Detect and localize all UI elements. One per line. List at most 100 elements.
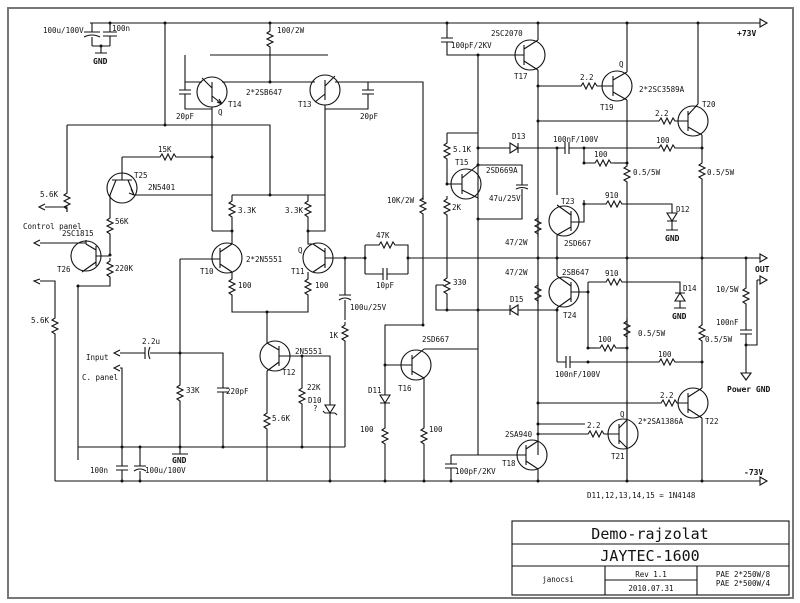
negative-rail-label: -73V xyxy=(744,468,763,477)
r-05-5w-a-label: 0.5/5W xyxy=(633,168,661,177)
t24-ref: T24 xyxy=(563,311,577,320)
r-5k1-label: 5.1K xyxy=(453,145,472,154)
title-block-revision: Rev 1.1 xyxy=(635,570,667,579)
c-10pf-label: 10pF xyxy=(376,281,395,290)
transistor-t24: 2SB647 T24 xyxy=(548,258,589,362)
r-2r2-t19-label: 2.2 xyxy=(580,73,594,82)
t26-ref: T26 xyxy=(57,265,71,274)
gnd-label-d12: GND xyxy=(665,234,680,243)
r-100-c-label: 100 xyxy=(656,136,670,145)
r-22k-label: 22K xyxy=(307,383,321,392)
gnd-label-input: GND xyxy=(172,456,187,465)
gnd-label-top: GND xyxy=(93,57,108,66)
t11-ref: T11 xyxy=(291,267,305,276)
r-5k6-c-label: 5.6K xyxy=(272,414,291,423)
t26-part: 2SC1815 xyxy=(62,229,94,238)
r-100-d-label: 100 xyxy=(658,350,672,359)
r-15k-label: 15K xyxy=(158,145,172,154)
r-100-t10-label: 100 xyxy=(238,281,252,290)
transistor-t11: T11 Q xyxy=(291,231,345,276)
transistor-t14: T14 Q 2*2SB647 xyxy=(184,55,282,125)
c-100u-100v-bot-label: 100u/100V xyxy=(145,466,186,475)
t25-ref: T25 xyxy=(134,171,148,180)
c-100u-25v-label: 100u/25V xyxy=(350,303,387,312)
transistor-t16: 2SD667 T16 xyxy=(385,335,478,425)
t11-mark: Q xyxy=(298,246,303,255)
r-100-a-label: 100 xyxy=(594,150,608,159)
c-100nf-100v-b-label: 100nF/100V xyxy=(555,370,601,379)
c-20pf-right: 20pF xyxy=(325,82,379,121)
transistor-t26: T26 2SC1815 Control panel xyxy=(23,222,110,274)
d15-label: D15 xyxy=(510,295,524,304)
t22-ref: T22 xyxy=(705,417,719,426)
r-33k-label: 33K xyxy=(186,386,200,395)
title-block-title: Demo-rajzolat xyxy=(591,525,708,543)
t13-t14-pair-label: 2*2SB647 xyxy=(246,88,282,97)
r-100-2w-label: 100/2W xyxy=(277,26,305,35)
c-47u-25v-label: 47u/25V xyxy=(489,194,521,203)
r-05-5w-b-label: 0.5/5W xyxy=(707,168,735,177)
d13-label: D13 xyxy=(512,132,526,141)
r-10k-2w-label: 10K/2W xyxy=(387,196,415,205)
title-block-author: janocsi xyxy=(542,575,574,584)
c-20pf-right-label: 20pF xyxy=(360,112,379,121)
r-3k3-left-label: 3.3K xyxy=(238,206,257,215)
input-label: Input xyxy=(86,353,109,362)
transistor-t25: T25 2N5401 xyxy=(106,157,212,215)
r-910-b-label: 910 xyxy=(605,269,619,278)
t18-ref: T18 xyxy=(502,459,516,468)
title-block-power-1: PAE 2*250W/8 xyxy=(716,570,771,579)
t25-part: 2N5401 xyxy=(148,183,175,192)
c-panel-label: C. panel xyxy=(82,373,118,382)
power-gnd-label: Power GND xyxy=(727,385,771,394)
r-47k-label: 47K xyxy=(376,231,390,240)
diode-d15: D15 xyxy=(476,295,538,316)
d10-label: D10 xyxy=(308,396,322,405)
diode-note: D11,12,13,14,15 = 1N4148 xyxy=(587,491,696,500)
c-20pf-left-label: 20pF xyxy=(176,112,195,121)
t17-part: 2SC2070 xyxy=(491,29,523,38)
r-5k6-a-label: 5.6K xyxy=(40,190,59,199)
diode-d13: D13 xyxy=(476,132,555,154)
r-220k-label: 220K xyxy=(115,264,134,273)
r-10-5w-label: 10/5W xyxy=(716,285,739,294)
t23-part: 2SD667 xyxy=(564,239,591,248)
r-05-5w-d-label: 0.5/5W xyxy=(705,335,733,344)
t14-mark: Q xyxy=(218,108,223,117)
transistor-t15: T15 2SD669A xyxy=(447,158,518,200)
t15-ref: T15 xyxy=(455,158,469,167)
transistor-t22: T22 xyxy=(677,387,719,481)
r-2k-label: 2K xyxy=(452,203,462,212)
t10-t11-pair-label: 2*2N5551 xyxy=(246,255,282,264)
c-100u-100v-top-label: 100u/100V xyxy=(43,26,84,35)
t14-ref: T14 xyxy=(228,100,242,109)
transistor-t18: 2SA940 T18 xyxy=(478,430,548,481)
c-100n-bot-label: 100n xyxy=(90,466,108,475)
t19-ref: T19 xyxy=(600,103,614,112)
positive-rail: +73V xyxy=(90,18,769,38)
t18-part: 2SA940 xyxy=(505,430,533,439)
t19-mark: Q xyxy=(619,60,624,69)
t17-ref: T17 xyxy=(514,72,528,81)
control-panel-label: Control panel xyxy=(23,222,82,231)
t23-ref: T23 xyxy=(561,197,575,206)
drawing-frame xyxy=(7,7,794,599)
r-100-t11-label: 100 xyxy=(315,281,329,290)
t12-ref: T12 xyxy=(282,368,296,377)
transistor-t17: 2SC2070 T17 xyxy=(478,23,546,455)
d11-label: D11 xyxy=(368,386,382,395)
r-1k-label: 1K xyxy=(329,331,339,340)
t12-part: 2N5551 xyxy=(295,347,322,356)
c-100n-top-label: 100n xyxy=(112,24,130,33)
r-47-2w-b-label: 47/2W xyxy=(505,268,528,277)
r-100-d11-label: 100 xyxy=(360,425,374,434)
r-2r2-t20-label: 2.2 xyxy=(655,109,669,118)
t13-ref: T13 xyxy=(298,100,312,109)
r-910-a-label: 910 xyxy=(605,191,619,200)
r-56k-label: 56K xyxy=(115,217,129,226)
gnd-label-d14: GND xyxy=(672,312,687,321)
positive-rail-label: +73V xyxy=(737,29,756,38)
transistor-t23: T23 2SD667 xyxy=(548,197,591,258)
transistor-t21: Q T21 2*2SA1386A xyxy=(607,400,684,481)
